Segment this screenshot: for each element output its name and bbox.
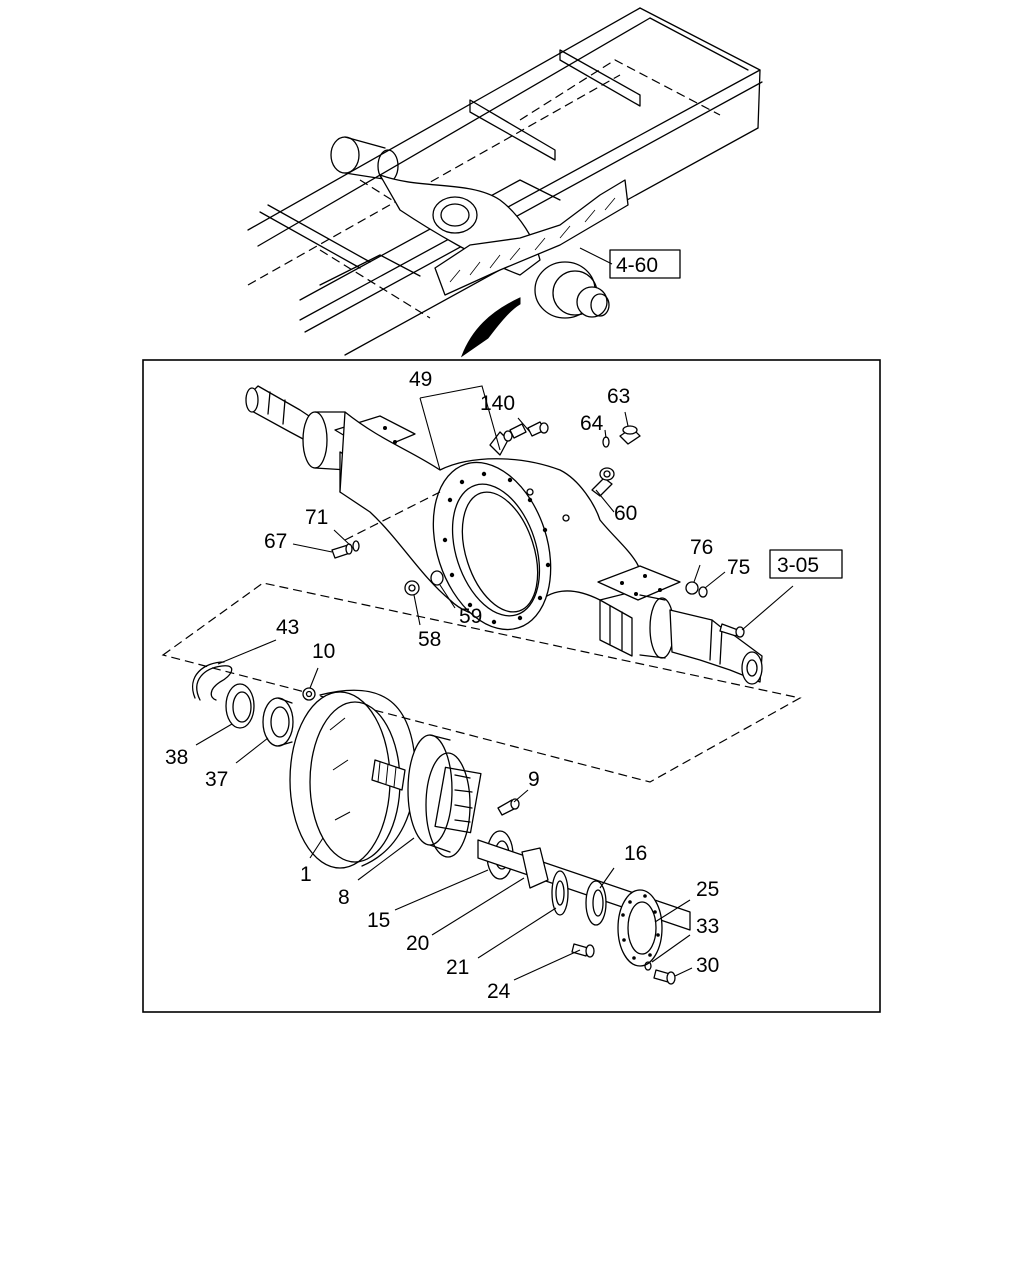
- callout-21: 21: [446, 956, 469, 979]
- axle-housing: [245, 385, 763, 685]
- callout-49: 49: [409, 368, 432, 391]
- callout-25: 25: [696, 878, 719, 901]
- callout-16: 16: [624, 842, 647, 865]
- callout-30: 30: [696, 954, 719, 977]
- ref-label-4-60: 4-60: [616, 254, 658, 277]
- detail-frame: [142, 359, 881, 1013]
- callout-20: 20: [406, 932, 429, 955]
- chassis-frame-overview: 4-60: [247, 7, 763, 358]
- callout-37: 37: [205, 768, 228, 791]
- callout-labels: 49 140 63 64 60 71 67 76 75 3-05 58 59 4…: [165, 368, 843, 1003]
- callout-1: 1: [300, 863, 312, 886]
- callout-leaders: [195, 385, 794, 981]
- callout-24: 24: [487, 980, 511, 1003]
- callout-71: 71: [305, 506, 328, 529]
- callout-10: 10: [312, 640, 335, 663]
- hub-assembly: [192, 661, 691, 985]
- callout-9: 9: [528, 768, 540, 791]
- callout-75: 75: [727, 556, 750, 579]
- callout-63: 63: [607, 385, 630, 408]
- callout-59: 59: [459, 605, 482, 628]
- housing-hardware: [331, 421, 745, 638]
- bolt-guide-line: [344, 491, 441, 541]
- callout-64: 64: [580, 412, 604, 435]
- ref-box-4-60: [609, 249, 681, 279]
- ref-label-3-05: 3-05: [777, 554, 819, 577]
- callout-76: 76: [690, 536, 713, 559]
- callout-33: 33: [696, 915, 719, 938]
- callout-38: 38: [165, 746, 188, 769]
- callout-60: 60: [614, 502, 637, 525]
- callout-15: 15: [367, 909, 390, 932]
- ref-box-3-05: [769, 549, 843, 579]
- callout-43: 43: [276, 616, 299, 639]
- callout-140: 140: [480, 392, 515, 415]
- section-guide-lines: [161, 582, 802, 783]
- callout-67: 67: [264, 530, 287, 553]
- callout-8: 8: [338, 886, 350, 909]
- callout-58: 58: [418, 628, 441, 651]
